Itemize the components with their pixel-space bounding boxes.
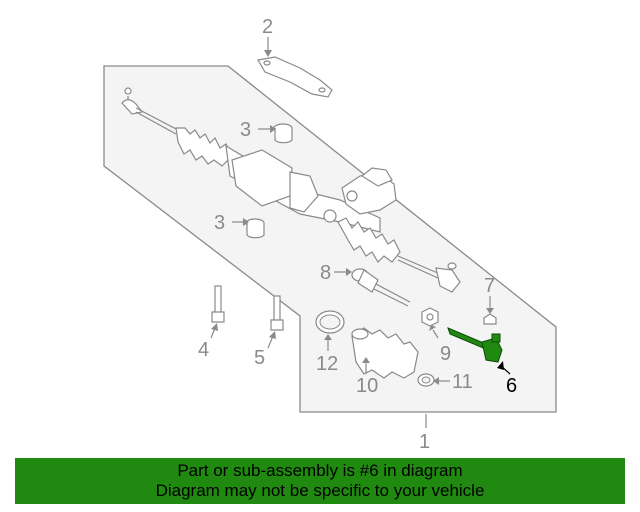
callout-12[interactable]: 12 [316, 353, 338, 375]
info-banner: Part or sub-assembly is #6 in diagram Di… [15, 458, 625, 504]
part-6-outer-tie-rod-end[interactable] [447, 327, 503, 363]
part-10-boot[interactable] [351, 327, 419, 379]
callout-11[interactable]: 11 [452, 371, 473, 393]
callout-3-upper[interactable]: 3 [240, 119, 251, 141]
part-3-bushing-upper[interactable] [273, 123, 293, 144]
steering-rack-assembly[interactable] [121, 87, 461, 293]
callout-10[interactable]: 10 [356, 375, 378, 397]
part-9-nut[interactable] [421, 307, 439, 327]
callout-3-lower[interactable]: 3 [214, 212, 225, 234]
part-5-bolt[interactable] [270, 295, 284, 331]
callout-8[interactable]: 8 [320, 262, 331, 284]
callout-6[interactable]: 6 [506, 375, 517, 397]
callout-2[interactable]: 2 [262, 16, 273, 38]
part-2-plate[interactable] [257, 56, 333, 98]
callout-4[interactable]: 4 [198, 339, 209, 361]
part-11-clamp[interactable] [417, 373, 435, 387]
parts-diagram: 2 3 3 [103, 16, 557, 453]
part-12-clamp[interactable] [315, 310, 345, 334]
banner-line-1: Part or sub-assembly is #6 in diagram [177, 461, 463, 480]
part-7-nut[interactable] [483, 313, 497, 325]
part-4-bolt[interactable] [211, 285, 225, 323]
banner-line-2: Diagram may not be specific to your vehi… [155, 481, 485, 500]
part-3-bushing-lower[interactable] [245, 218, 265, 239]
callout-1[interactable]: 1 [419, 431, 430, 453]
callout-5[interactable]: 5 [254, 347, 265, 369]
callout-9[interactable]: 9 [440, 343, 451, 365]
part-8-inner-tie-rod[interactable] [351, 268, 411, 307]
callout-7[interactable]: 7 [484, 275, 495, 297]
